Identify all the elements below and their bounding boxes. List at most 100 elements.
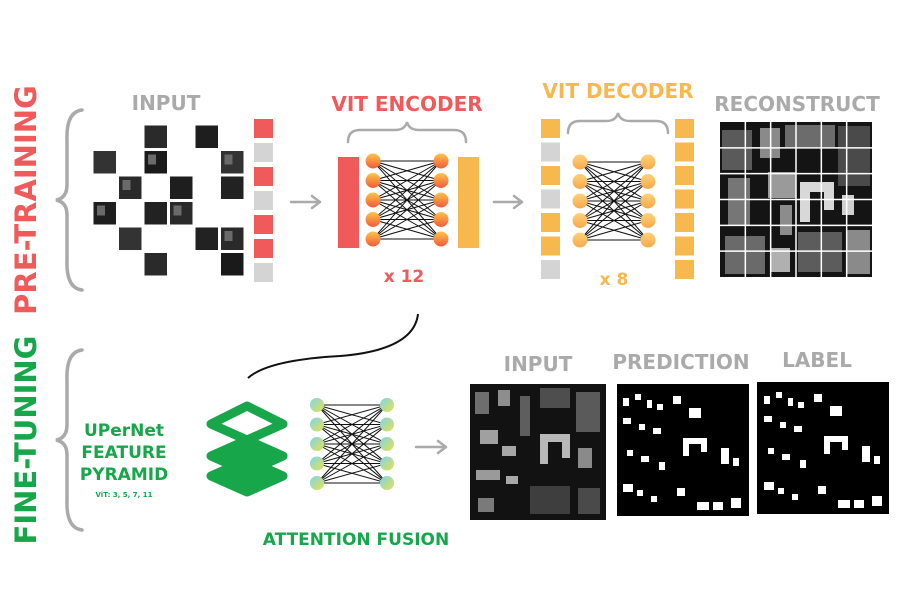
node [310, 437, 324, 451]
node [433, 153, 449, 169]
label-title: LABEL [782, 348, 852, 372]
connection [372, 160, 442, 181]
finetune-input-image [470, 384, 606, 520]
mask-blob [800, 460, 806, 468]
mask-blob [683, 438, 689, 456]
token [458, 192, 479, 213]
token [458, 174, 479, 196]
node [365, 192, 381, 208]
arrow-to-output [414, 439, 448, 455]
attention-fusion-label: ATTENTION FUSION [263, 530, 449, 550]
patch [144, 125, 167, 148]
node [572, 232, 588, 248]
mask-blob [798, 402, 804, 408]
token [254, 167, 273, 186]
patch [144, 253, 167, 276]
patch [170, 176, 193, 199]
input-token-column [254, 119, 273, 282]
connection [372, 180, 442, 240]
mask-blob [677, 488, 685, 496]
mask-blob [733, 458, 739, 466]
connection [316, 424, 388, 484]
token [254, 215, 273, 234]
connection [316, 443, 388, 484]
node [572, 193, 588, 209]
node [380, 398, 394, 412]
encoder-title: VIT ENCODER [331, 92, 482, 116]
node [380, 476, 394, 490]
node [310, 398, 324, 412]
patch [195, 227, 218, 250]
token [458, 227, 479, 248]
mask-blob [647, 400, 652, 408]
mask-blob [623, 484, 633, 492]
mask-blob [782, 454, 790, 460]
token [254, 239, 273, 258]
connection [579, 161, 649, 182]
mask-blob [701, 438, 707, 452]
mask-blob [637, 490, 643, 496]
mask-blob [659, 462, 665, 470]
connection [372, 160, 442, 201]
encoder-input-tokens [338, 157, 359, 248]
attention-fusion-network [310, 398, 394, 490]
decoder-input-tokens [541, 119, 560, 279]
node [433, 212, 449, 227]
node [365, 153, 381, 169]
node [365, 212, 381, 227]
token [338, 209, 359, 231]
token [254, 143, 273, 162]
token [338, 192, 359, 213]
mask-blob [788, 398, 793, 406]
token [675, 142, 694, 162]
mask-blob [862, 446, 870, 462]
token [675, 189, 694, 209]
patch [195, 125, 218, 148]
token [254, 191, 273, 210]
node [572, 213, 588, 228]
mask-blob [780, 422, 786, 428]
decoder-brace [566, 112, 670, 135]
connection [579, 200, 649, 241]
patch-detail [148, 154, 156, 165]
mask-blob [764, 416, 772, 422]
mask-blob [794, 426, 802, 432]
token [541, 189, 560, 209]
reconstruction-image [720, 122, 872, 277]
token [675, 213, 694, 232]
mask-blob [657, 404, 663, 410]
connection [316, 404, 388, 445]
node [380, 437, 394, 451]
patch-detail [122, 180, 131, 190]
node [433, 173, 449, 188]
token [458, 209, 479, 231]
node [640, 232, 656, 248]
node [640, 213, 656, 228]
token [338, 157, 359, 178]
feature-pyramid-icon [206, 401, 288, 497]
mask-blob [872, 496, 882, 506]
arrow-to-encoder [289, 194, 322, 210]
node [640, 174, 656, 189]
masked-input-grid [92, 124, 245, 277]
mask-blob [623, 418, 631, 424]
node [640, 193, 656, 209]
node [433, 192, 449, 208]
connection [579, 161, 649, 221]
token [338, 227, 359, 248]
patch-detail [224, 154, 233, 165]
token [254, 263, 273, 282]
node [365, 231, 381, 247]
patch [221, 253, 244, 276]
mask-blob [651, 496, 657, 502]
node [433, 231, 449, 247]
node [572, 174, 588, 189]
mask-blob [713, 502, 723, 510]
patch [221, 176, 244, 199]
mask-blob [768, 448, 774, 454]
token [675, 166, 694, 185]
finetune-input-title: INPUT [504, 352, 573, 376]
mask-blob [814, 394, 822, 402]
token [675, 236, 694, 256]
token [675, 119, 694, 138]
